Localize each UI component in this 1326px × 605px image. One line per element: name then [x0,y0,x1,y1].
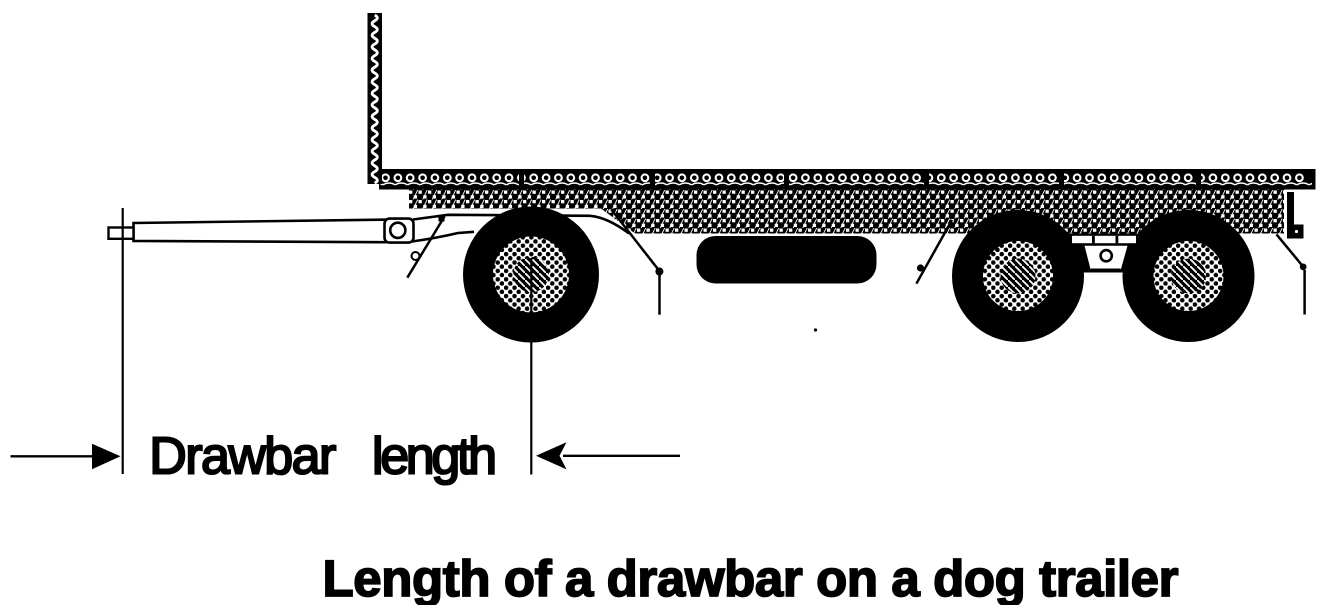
svg-text:length: length [372,428,497,486]
svg-text:Drawbar: Drawbar [149,428,336,486]
svg-text:Length of a drawbar on a dog t: Length of a drawbar on a dog trailer [323,550,1179,605]
